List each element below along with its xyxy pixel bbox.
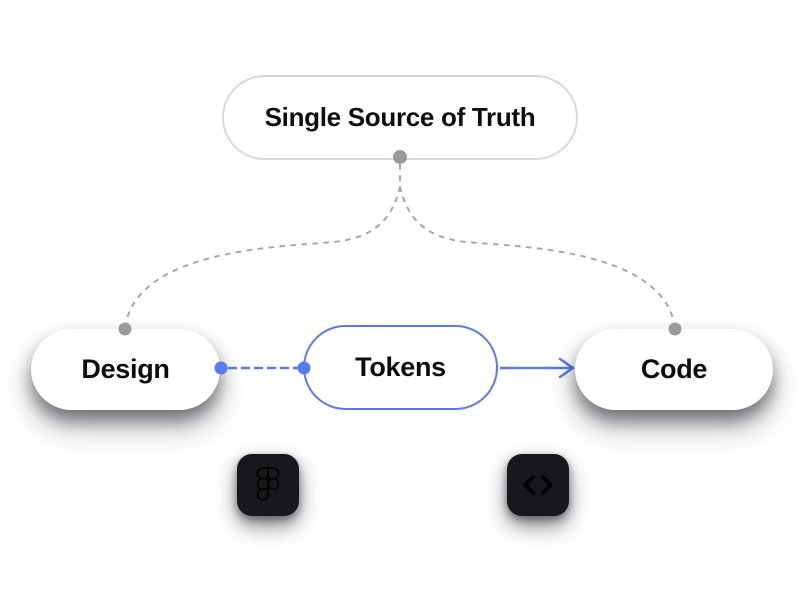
node-code-label: Code: [640, 354, 708, 384]
node-tokens-label: Tokens: [355, 352, 446, 382]
node-code: Code: [575, 329, 773, 410]
arrowhead-icon: [558, 357, 575, 379]
node-design-label: Design: [81, 354, 170, 384]
figma-logo-glyph: [256, 467, 280, 501]
node-tokens: Tokens: [303, 325, 498, 410]
connector-source-design: [125, 186, 401, 323]
figma-icon: [237, 454, 299, 516]
node-single-source-of-truth: Single Source of Truth: [222, 75, 578, 160]
connector-source-code: [399, 186, 675, 323]
node-design: Design: [31, 329, 220, 410]
code-brackets-glyph: [523, 475, 553, 495]
node-single-source-of-truth-label: Single Source of Truth: [264, 102, 536, 132]
code-brackets-icon: [507, 454, 569, 516]
